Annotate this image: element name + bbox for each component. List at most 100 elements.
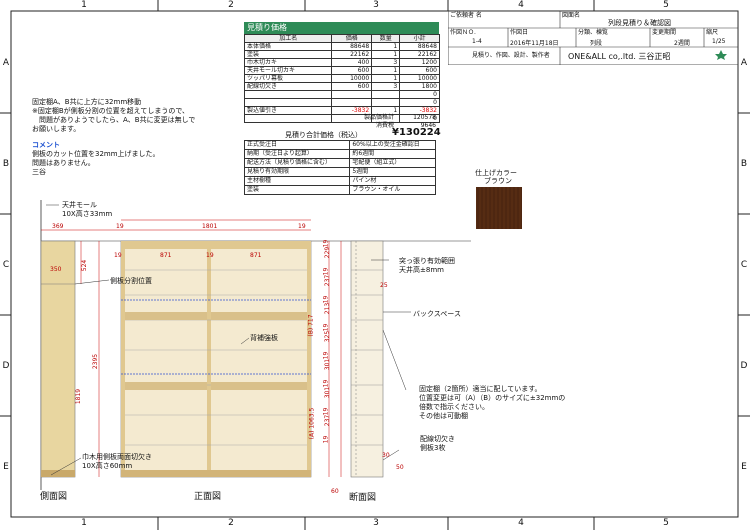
estimate-cell-price: 400 — [331, 58, 373, 67]
estimate-cell-price: 600 — [331, 66, 373, 75]
note-line: ※固定棚Bが側板分割の位置を超えてしまうので、 — [32, 107, 190, 115]
info-cell: 主材樹種 — [243, 176, 351, 186]
period-label: 変更期間 — [652, 29, 677, 36]
title-block-lines — [448, 11, 738, 65]
grand-total: ¥130224 — [392, 127, 441, 138]
row-label: B — [740, 159, 748, 169]
note-line: 固定棚A、B共に上方に32mm移動 — [32, 98, 142, 106]
estimate-cell-price: 10000 — [331, 74, 373, 83]
row-label: A — [2, 58, 10, 68]
dim-label: 524 — [81, 259, 89, 272]
estimate-row: 0 — [243, 114, 440, 123]
estimate-cell-name — [243, 114, 333, 123]
customer-label: ご依頼者 名 — [450, 12, 482, 19]
dim-label: (B) 717 — [307, 314, 315, 337]
dim-label: 60 — [331, 488, 339, 495]
col-label: 3 — [373, 518, 379, 528]
tax: 9646 — [420, 122, 436, 129]
baseboard-notch-label: 巾木用側板両面切欠き — [82, 453, 152, 461]
dim-label: 2395 — [92, 353, 100, 370]
info-cell: ブラウン・オイル — [349, 185, 436, 195]
col-label: 2 — [228, 0, 234, 10]
ceiling-mold-size: 10X高さ33mm — [62, 210, 113, 218]
info-cell: 宅配便（組立式） — [349, 158, 436, 168]
estimate-cell-qty: 1 — [371, 50, 401, 59]
estimate-cell-name: 塗装 — [243, 50, 333, 59]
no-label: 作図ＮＯ. — [450, 29, 476, 36]
estimate-cell-qty: 1 — [371, 42, 401, 51]
row-label: A — [740, 58, 748, 68]
row-label: C — [740, 260, 748, 270]
estimate-cell-qty: 1 — [371, 66, 401, 75]
comment-label: コメント — [32, 141, 60, 149]
estimate-cell-name — [243, 90, 333, 99]
row-label: E — [3, 462, 9, 472]
dim-label: 350 — [50, 266, 62, 273]
dim-label: 25 — [380, 282, 388, 289]
dim-label: (A) 1063.5 — [308, 407, 316, 440]
dim-label: 19 — [114, 252, 122, 259]
estimate-cell-qty — [371, 90, 401, 99]
info-cell: 見積り有効期限 — [243, 167, 351, 177]
side-split-label: 側板分割位置 — [110, 277, 152, 285]
comment-line: 側板のカット位置を32mm上げました。 — [32, 150, 160, 158]
estimate-cell-price — [331, 90, 373, 99]
info-cell: 正式受注日 — [243, 140, 351, 150]
col-label: 1 — [81, 0, 87, 10]
info-cell: 約6週間 — [349, 149, 436, 159]
col-label: 3 — [373, 0, 379, 10]
estimate-cell-qty — [371, 114, 401, 123]
row-label: D — [2, 361, 10, 371]
comment-line: 問題はありません。 — [32, 159, 95, 167]
estimate-cell-name: 配線切欠き — [243, 82, 333, 91]
front-view-title: 正面図 — [194, 492, 222, 502]
info-cell: 塗装 — [243, 185, 351, 195]
finish-label: 仕上げカラー — [475, 169, 517, 177]
estimate-cell-name: ツッパリ幕板 — [243, 74, 333, 83]
date-label: 作図日 — [510, 29, 529, 36]
estimate-cell-price — [331, 98, 373, 107]
estimate-header: 小計 — [399, 34, 440, 43]
drawing-date: 2016年11月18日 — [510, 40, 559, 47]
dim-label: 50 — [396, 464, 404, 471]
drawing-views — [40, 200, 471, 490]
drawing-label: 図面名 — [562, 12, 581, 19]
drawing-period: 2週間 — [674, 40, 690, 47]
dim-label: 19 — [116, 223, 124, 230]
dim-label: 871 — [250, 252, 262, 259]
section-view-title: 断面図 — [349, 493, 377, 503]
dim-label: 871 — [160, 252, 172, 259]
dim-label: 19 — [206, 252, 214, 259]
back-space-label: バックスペース — [413, 310, 461, 318]
estimate-header: 数量 — [371, 34, 401, 43]
fixed-shelf-note: その他は可動棚 — [419, 412, 468, 420]
drawing-class: 列段 — [590, 40, 603, 47]
estimate-cell-subtotal: 1200 — [399, 58, 440, 67]
row-label: C — [2, 260, 10, 270]
info-cell: 配送方法（見積り価格に含む） — [243, 158, 351, 168]
estimate-row: 0 — [243, 90, 440, 99]
col-label: 4 — [518, 518, 524, 528]
col-label: 2 — [228, 518, 234, 528]
info-row: 塗装ブラウン・オイル — [243, 185, 436, 195]
estimate-cell-qty: 1 — [371, 74, 401, 83]
finish-color-name: ブラウン — [484, 177, 512, 185]
estimate-row: 0 — [243, 98, 440, 107]
finish-swatch — [476, 187, 522, 229]
dim-label: 229 — [324, 246, 332, 259]
comment-line: 三谷 — [32, 168, 46, 176]
product-total: 120578 — [413, 114, 436, 121]
dim-label: 19 — [298, 223, 306, 230]
info-row: 納期（受注日より起算）約6週間 — [243, 149, 436, 159]
dim-label: 30 — [382, 452, 390, 459]
fixed-shelf-note: 位置変更は可（A）（B）のサイズに±32mmの — [419, 394, 566, 402]
fixed-shelf-note: 固定棚（2箇所）適当に配しています。 — [419, 385, 542, 393]
